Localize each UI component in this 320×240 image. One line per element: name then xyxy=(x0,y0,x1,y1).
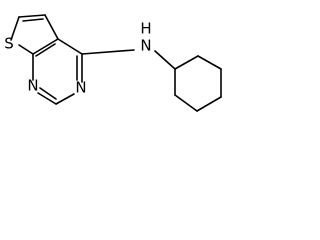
bond-cy-5-6 xyxy=(197,55,222,70)
bond-nh-c1prime xyxy=(154,50,176,70)
bond-cy-2-3 xyxy=(174,94,198,112)
bond-cy-3-4 xyxy=(196,96,222,112)
bond-cy-6-1 xyxy=(174,55,199,70)
atom-label-amine-nitrogen: N xyxy=(140,37,151,55)
bonds xyxy=(10,14,222,112)
bond-n1-c2-inner xyxy=(39,87,57,100)
bond-c2-n3 xyxy=(55,93,75,105)
atom-label-amine-hydrogen: H xyxy=(140,20,151,38)
bond-c3-c3a xyxy=(44,14,59,40)
bond-c2-c3-inner xyxy=(22,18,44,22)
bond-c3a-c7a-inner xyxy=(35,43,56,57)
atom-label-sulfur: S xyxy=(4,35,14,53)
bond-c4-nh xyxy=(81,49,135,55)
bond-c3a-c7a xyxy=(32,38,59,55)
atom-label-nitrogen-3: N xyxy=(75,79,86,97)
atom-label-nitrogen-1: N xyxy=(27,77,38,95)
chemical-structure-diagram: S N N N H xyxy=(4,14,222,112)
bond-n1-c2 xyxy=(37,92,57,105)
bond-c7a-s1 xyxy=(18,44,34,55)
atom-labels: S N N N H xyxy=(4,20,151,97)
bond-c2-c3 xyxy=(18,14,46,18)
bond-c4-c3a xyxy=(57,38,83,55)
bond-s1-c2 xyxy=(10,16,20,41)
